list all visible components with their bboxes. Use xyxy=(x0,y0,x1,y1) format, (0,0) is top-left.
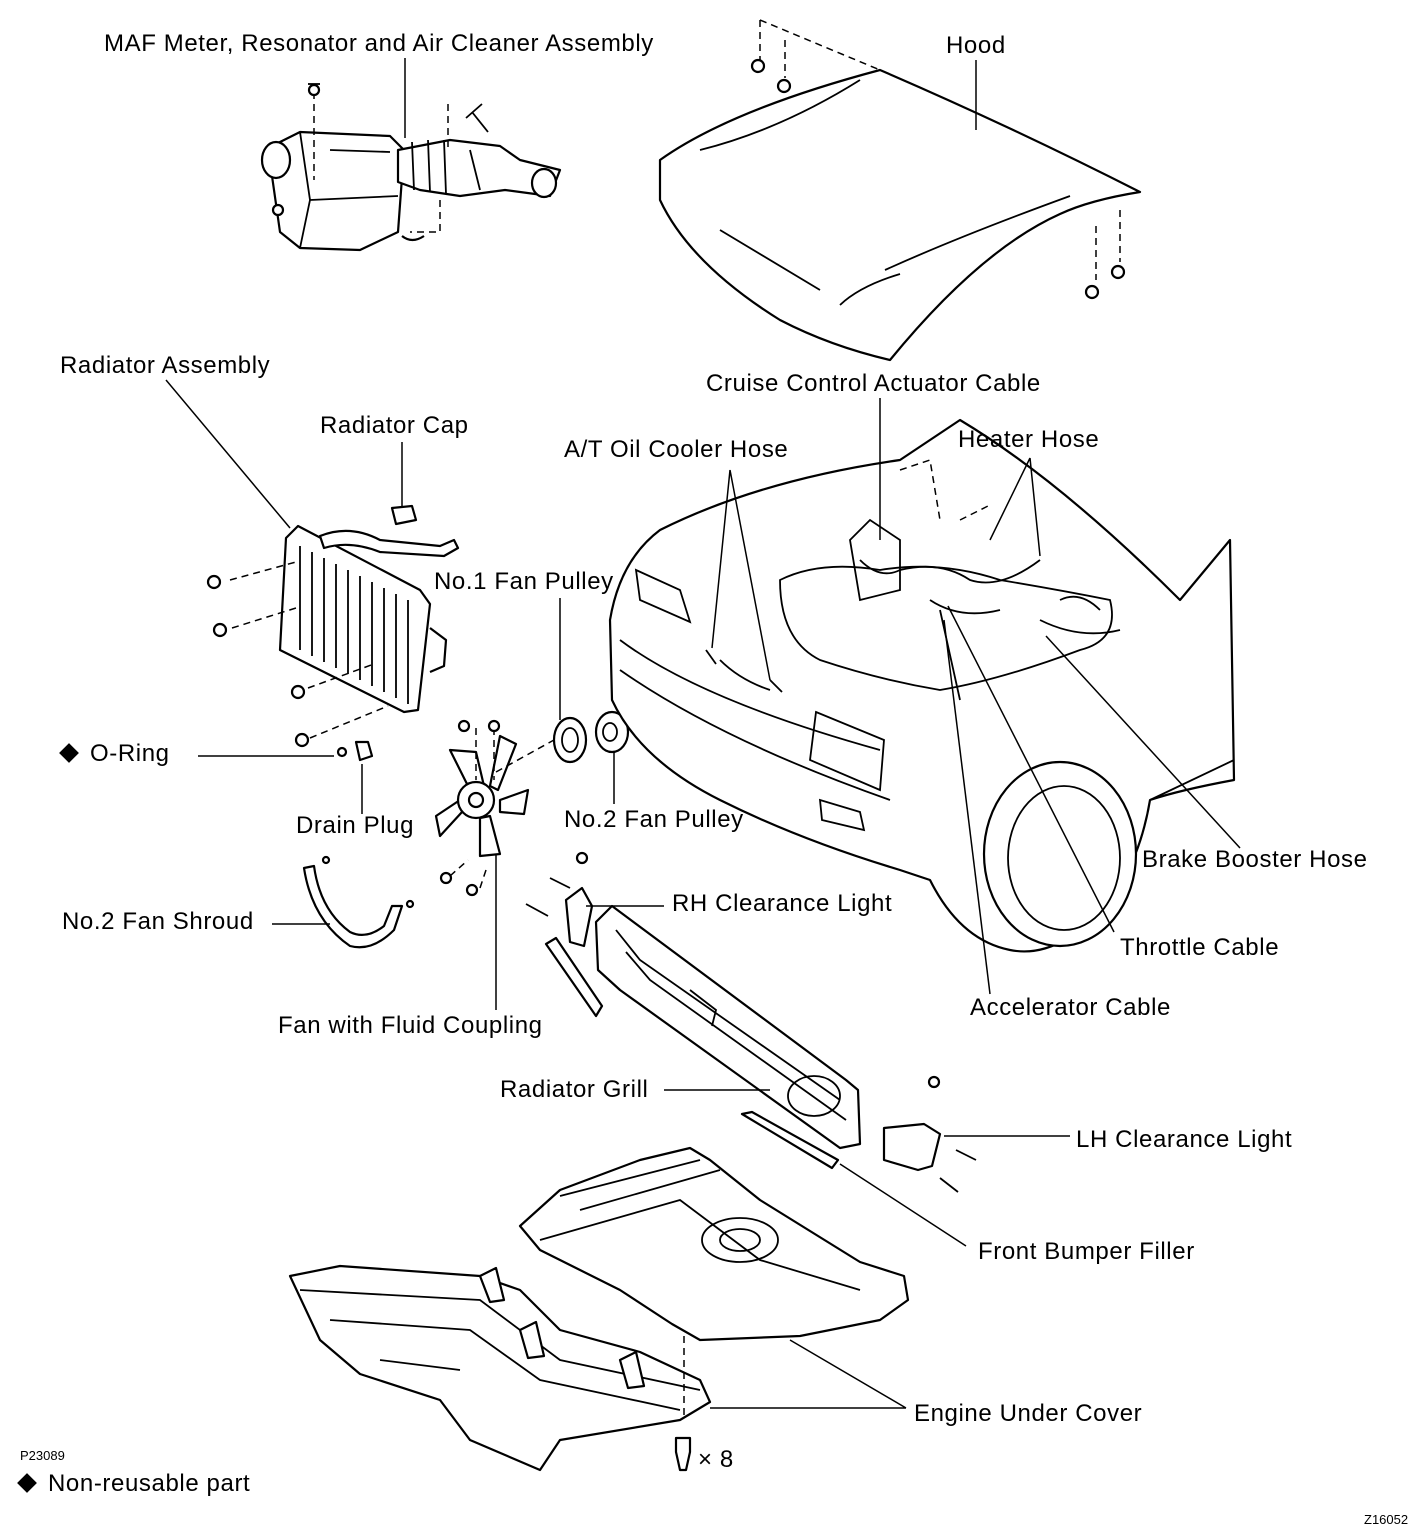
label-rh-clearance-light: RH Clearance Light xyxy=(672,890,893,917)
hood-drawing xyxy=(658,19,1142,362)
maf-assembly-drawing xyxy=(260,83,562,252)
label-radiator-assembly: Radiator Assembly xyxy=(60,352,271,379)
label-no2-fan-pulley: No.2 Fan Pulley xyxy=(564,806,744,833)
label-o-ring-text: O-Ring xyxy=(90,740,170,767)
label-front-bumper-filler: Front Bumper Filler xyxy=(978,1238,1195,1265)
label-no1-fan-pulley: No.1 Fan Pulley xyxy=(434,568,614,595)
label-brake-booster-hose: Brake Booster Hose xyxy=(1142,846,1368,873)
label-lh-clearance-light: LH Clearance Light xyxy=(1076,1126,1293,1153)
label-bolt-count: × 8 xyxy=(698,1446,734,1473)
label-drain-plug: Drain Plug xyxy=(296,812,415,839)
vehicle-front-drawing xyxy=(608,418,1236,953)
engine-under-cover-drawing xyxy=(288,1146,910,1472)
legend: Non-reusable part xyxy=(17,1470,251,1498)
leader-lines xyxy=(165,58,1241,1409)
label-at-oil-hose: A/T Oil Cooler Hose xyxy=(564,436,789,463)
fan-shroud-drawing xyxy=(302,855,415,949)
label-cruise-cable: Cruise Control Actuator Cable xyxy=(706,370,1041,397)
legend-text: Non-reusable part xyxy=(48,1470,251,1497)
fan-pulleys-drawing xyxy=(495,710,630,773)
label-accelerator-cable: Accelerator Cable xyxy=(970,994,1171,1021)
non-reusable-icon xyxy=(59,743,79,763)
label-radiator-cap: Radiator Cap xyxy=(320,412,469,439)
radiator-drawing xyxy=(206,504,460,762)
lh-clearance-light-drawing xyxy=(882,1075,977,1193)
label-heater-hose: Heater Hose xyxy=(958,426,1100,453)
radiator-grill-drawing xyxy=(525,851,862,1170)
label-radiator-grill: Radiator Grill xyxy=(500,1076,649,1103)
label-engine-under-cover: Engine Under Cover xyxy=(914,1400,1143,1427)
label-throttle-cable: Throttle Cable xyxy=(1120,934,1280,961)
figure-code: P23089 xyxy=(20,1448,65,1463)
corner-code: Z16052 xyxy=(1364,1512,1409,1527)
label-fan-fluid-coupling: Fan with Fluid Coupling xyxy=(278,1012,543,1039)
non-reusable-legend-icon xyxy=(17,1473,37,1493)
fan-drawing xyxy=(434,719,530,897)
label-maf-assembly: MAF Meter, Resonator and Air Cleaner Ass… xyxy=(104,30,654,57)
label-o-ring: O-Ring xyxy=(59,740,170,768)
label-no2-fan-shroud: No.2 Fan Shroud xyxy=(62,908,254,935)
label-hood: Hood xyxy=(946,32,1006,59)
